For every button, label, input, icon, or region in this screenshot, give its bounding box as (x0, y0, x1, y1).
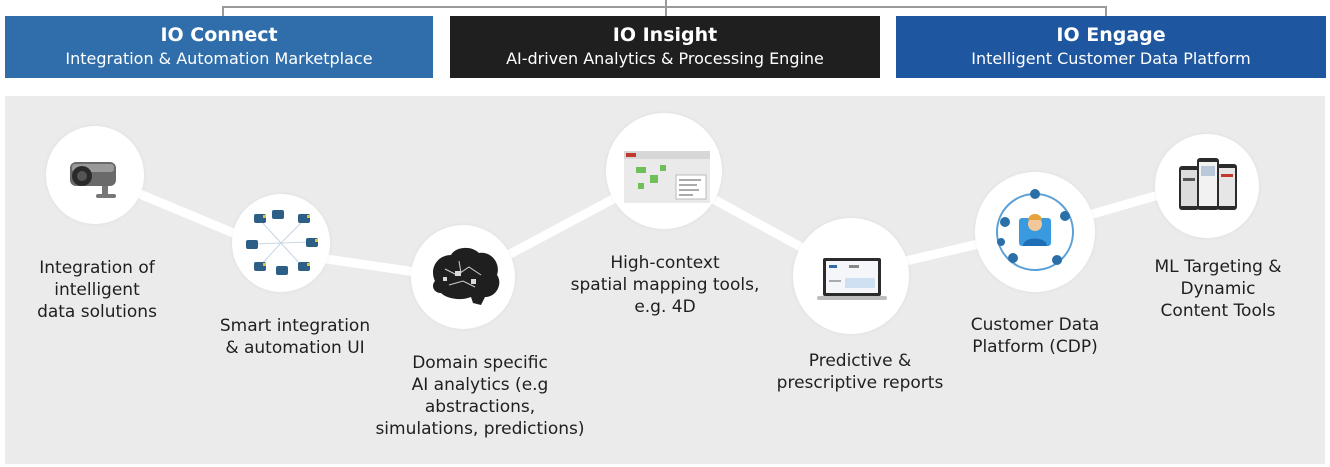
node-label: High-context spatial mapping tools, e.g.… (570, 253, 760, 317)
node-integration (46, 126, 144, 224)
laptop-report-icon (817, 258, 887, 300)
header-title: IO Connect (160, 24, 278, 46)
header-connector-right (1105, 6, 1107, 16)
node-label: Integration of intelligent data solution… (37, 258, 157, 322)
header-io-insight: IO Insight AI-driven Analytics & Process… (450, 16, 880, 78)
node-smart-integration (232, 194, 330, 292)
spatial-map-icon (624, 151, 710, 203)
node-spatial-mapping (606, 113, 722, 229)
header-subtitle: Integration & Automation Marketplace (65, 49, 373, 68)
node-label: Smart integration & automation UI (219, 316, 371, 358)
node-ml-targeting (1155, 134, 1259, 238)
node-reports (793, 218, 909, 334)
mobile-screens-icon (1179, 158, 1237, 210)
header-connector-mid (665, 0, 667, 16)
security-camera-icon (70, 162, 116, 198)
brain-icon (432, 247, 500, 305)
network-devices-icon (246, 210, 318, 275)
node-label: Predictive & prescriptive reports (776, 351, 944, 393)
header-connector-top (222, 6, 1107, 8)
header-connector-left (222, 6, 224, 16)
header-io-engage: IO Engage Intelligent Customer Data Plat… (896, 16, 1326, 78)
node-label: ML Targeting & Dynamic Content Tools (1154, 257, 1282, 321)
header-subtitle: Intelligent Customer Data Platform (971, 49, 1251, 68)
node-ai-analytics (411, 225, 515, 329)
header-io-connect: IO Connect Integration & Automation Mark… (5, 16, 433, 78)
header-title: IO Engage (1056, 24, 1166, 46)
header-subtitle: AI-driven Analytics & Processing Engine (506, 49, 824, 68)
customer-profile-icon (996, 189, 1074, 271)
node-cdp (975, 172, 1095, 292)
node-label: Customer Data Platform (CDP) (970, 315, 1100, 357)
header-title: IO Insight (612, 24, 718, 46)
node-label: Domain specific AI analytics (e.g abstra… (375, 353, 585, 439)
